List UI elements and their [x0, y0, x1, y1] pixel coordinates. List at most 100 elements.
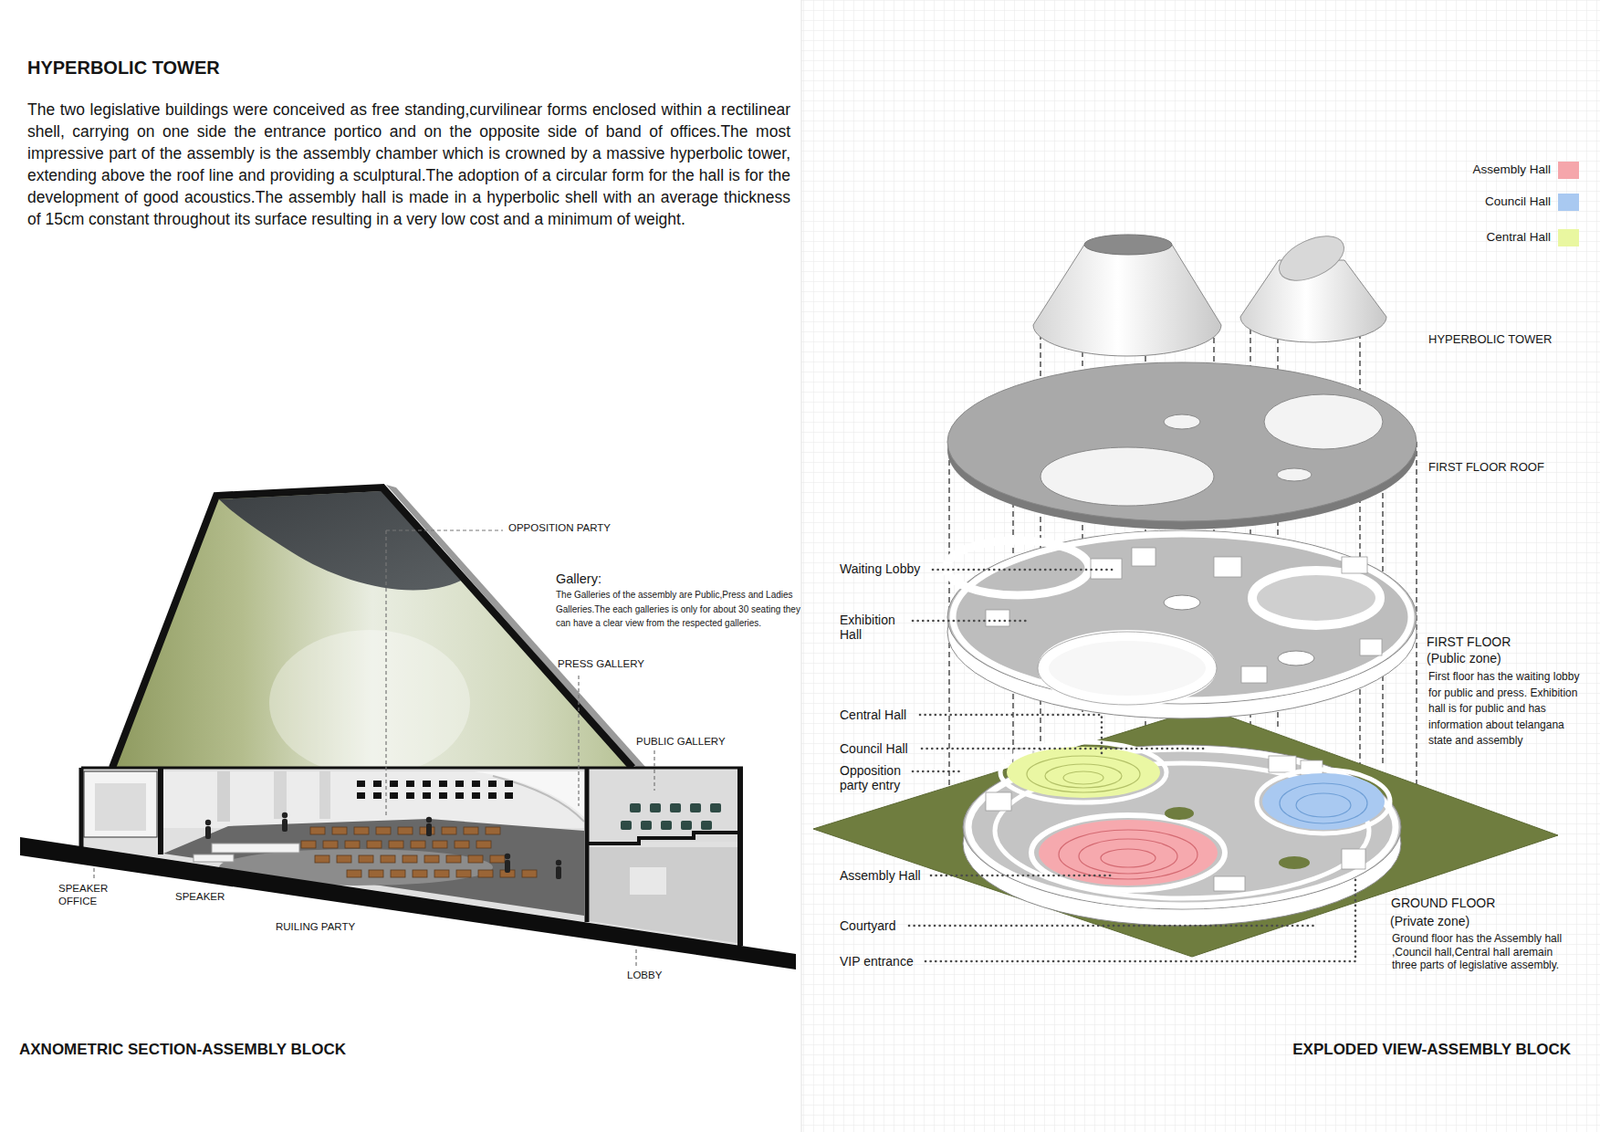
first-floor-hole	[1277, 650, 1315, 666]
first-floor-rooms	[1241, 666, 1267, 683]
ground-floor-rooms	[985, 792, 1012, 811]
section-drawing	[20, 484, 796, 970]
figure-caption: AXNOMETRIC SECTION-ASSEMBLY BLOCK	[19, 1040, 346, 1059]
courtyard	[1164, 806, 1194, 820]
legend-swatch	[1558, 229, 1580, 247]
first-floor-plate	[947, 530, 1417, 704]
grid-edge	[801, 0, 803, 1132]
leader-line	[653, 750, 655, 791]
figure-caption: EXPLODED VIEW-ASSEMBLY BLOCK	[1292, 1040, 1571, 1059]
leader-line	[912, 770, 960, 774]
exploded-drawing	[813, 227, 1559, 962]
leader-line	[925, 877, 1356, 962]
shell-interior	[219, 491, 461, 591]
leader-line	[385, 530, 387, 816]
space-label: Central Hall	[839, 707, 907, 723]
wall	[585, 767, 590, 922]
first-floor-wall	[952, 533, 1412, 701]
legend-text: Council Hall	[1484, 194, 1551, 210]
central-hall-tiers	[1063, 771, 1104, 785]
grid-ground	[801, 0, 1600, 1132]
people	[205, 819, 211, 839]
legend-text: Central Hall	[1485, 230, 1551, 245]
layer-label: HYPERBOLIC TOWER	[1428, 332, 1552, 347]
first-floor-rooms	[985, 547, 1382, 683]
roof-opening	[1163, 414, 1201, 429]
first-floor-hole	[1163, 595, 1201, 610]
layer-label: (Public zone)	[1426, 650, 1502, 667]
roof-opening	[1276, 468, 1312, 482]
part-label: PRESS GALLERY	[557, 658, 645, 671]
description-text: The two legislative buildings were conce…	[27, 98, 791, 231]
ground-floor-rooms	[1341, 848, 1366, 869]
first-floor-ring	[946, 540, 1089, 596]
clerestory-window	[356, 792, 513, 799]
ground-floor-plate	[962, 744, 1402, 910]
central-hall-tiers	[1026, 755, 1140, 793]
layer-label: FIRST FLOOR ROOF	[1428, 460, 1545, 475]
council-hall-tiers	[1296, 793, 1351, 817]
clerestory-window	[356, 780, 513, 799]
roof-opening	[1264, 394, 1383, 450]
first-floor-void	[1043, 635, 1212, 701]
layer-note: First floor has the waiting lobby for pu…	[1428, 669, 1584, 750]
member-desks	[310, 826, 501, 835]
wall	[157, 767, 164, 855]
leader-line	[386, 529, 503, 531]
hall-back-wall	[163, 771, 585, 828]
ground-slab	[20, 836, 796, 970]
note-heading: Gallery:	[555, 571, 602, 587]
first-floor-rooms	[1131, 547, 1156, 566]
first-floor-rooms	[1359, 638, 1382, 656]
legend-text: Assembly Hall	[1472, 162, 1551, 178]
member-desks	[301, 840, 492, 848]
speaker-office	[94, 783, 147, 831]
leader-line	[635, 949, 637, 966]
wall	[79, 767, 84, 848]
clerestory-window	[356, 780, 513, 787]
leader-line	[930, 874, 1113, 878]
central-hall-wall	[1000, 742, 1167, 803]
first-floor-ring	[1252, 570, 1381, 626]
tower-cone	[1033, 244, 1222, 356]
gallery-chairs	[620, 803, 722, 830]
space-label: Council Hall	[839, 741, 909, 757]
first-floor-rooms	[1341, 556, 1368, 574]
space-label: Courtyard	[839, 918, 896, 934]
projection-line	[1359, 314, 1360, 785]
part-label: LOBBY	[627, 969, 662, 983]
roof-opening	[1040, 447, 1214, 506]
council-hall	[1262, 773, 1385, 830]
light-glow	[269, 629, 471, 776]
building-body	[81, 767, 743, 946]
assembly-hall-tiers	[1058, 829, 1198, 879]
central-hall	[1006, 746, 1161, 798]
gallery-chairs	[629, 803, 722, 813]
assembly-hall-tiers	[1100, 848, 1156, 868]
gallery-floor	[586, 832, 738, 844]
courtyard	[1278, 856, 1310, 869]
layer-label: FIRST FLOOR	[1426, 634, 1511, 650]
assembly-hall-wall	[1031, 815, 1225, 890]
wall	[737, 767, 743, 946]
space-label: Waiting Lobby	[839, 561, 921, 577]
part-label: OPPOSITION PARTY	[508, 522, 611, 535]
speaker-bench	[193, 854, 234, 862]
lobby-door	[629, 867, 667, 895]
tower-top	[1272, 227, 1351, 290]
leader-line	[912, 619, 1026, 623]
leader-line	[932, 568, 1116, 572]
people	[504, 853, 511, 873]
space-label: Assembly Hall	[839, 867, 921, 884]
people	[555, 859, 562, 879]
ground-floor-rooms	[1213, 876, 1245, 891]
council-hall-wall	[1256, 769, 1391, 834]
shell-outline	[112, 487, 633, 768]
leader-line	[921, 747, 1204, 751]
assembly-hall	[1038, 819, 1218, 886]
page-title: HYPERBOLIC TOWER	[27, 56, 220, 79]
roof-line	[81, 766, 743, 770]
part-label: SPEAKER	[175, 890, 225, 904]
tower-top	[1084, 234, 1172, 255]
